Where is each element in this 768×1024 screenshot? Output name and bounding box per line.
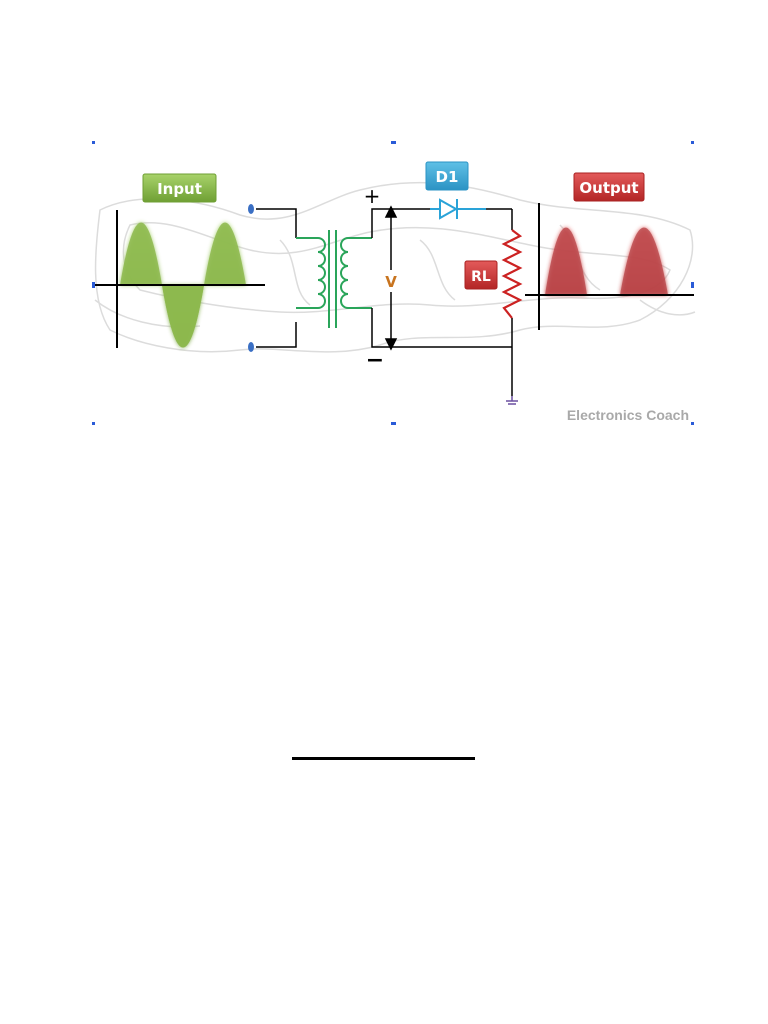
- output-label: Output: [573, 172, 645, 202]
- output-half-wave: [545, 227, 668, 295]
- load-label: RL: [464, 260, 498, 290]
- diode-label-text: D1: [436, 168, 459, 186]
- selection-handle-middle-right[interactable]: [691, 282, 694, 288]
- primary-wiring: [256, 208, 297, 348]
- diode-d1: [430, 198, 486, 220]
- input-terminals: [248, 204, 254, 352]
- selection-handle-top-left[interactable]: [92, 141, 95, 144]
- selection-handle-top-right[interactable]: [691, 141, 694, 144]
- voltage-label-bg: [381, 270, 401, 292]
- input-label-text: Input: [157, 180, 202, 198]
- selection-handle-bottom-middle[interactable]: [391, 422, 396, 425]
- selection-handle-bottom-left[interactable]: [92, 422, 95, 425]
- watermark: Electronics Coach: [567, 407, 689, 423]
- ground-symbol: [506, 396, 518, 405]
- selection-handle-top-middle[interactable]: [391, 141, 396, 144]
- horizontal-rule: [292, 757, 475, 760]
- selection-handle-middle-left[interactable]: [92, 282, 95, 288]
- diode-label: D1: [425, 161, 469, 191]
- input-axes: [95, 210, 265, 348]
- transformer: [296, 230, 372, 328]
- minus-sign: −: [366, 348, 384, 373]
- load-label-text: RL: [471, 269, 491, 285]
- resistor-rl: [501, 229, 523, 319]
- output-label-text: Output: [579, 179, 638, 197]
- secondary-wiring: [371, 208, 513, 396]
- plus-sign: +: [364, 184, 381, 208]
- input-label: Input: [142, 173, 217, 203]
- voltage-label: V: [385, 273, 397, 291]
- selection-handle-bottom-right[interactable]: [691, 422, 694, 425]
- output-axes: [525, 203, 694, 330]
